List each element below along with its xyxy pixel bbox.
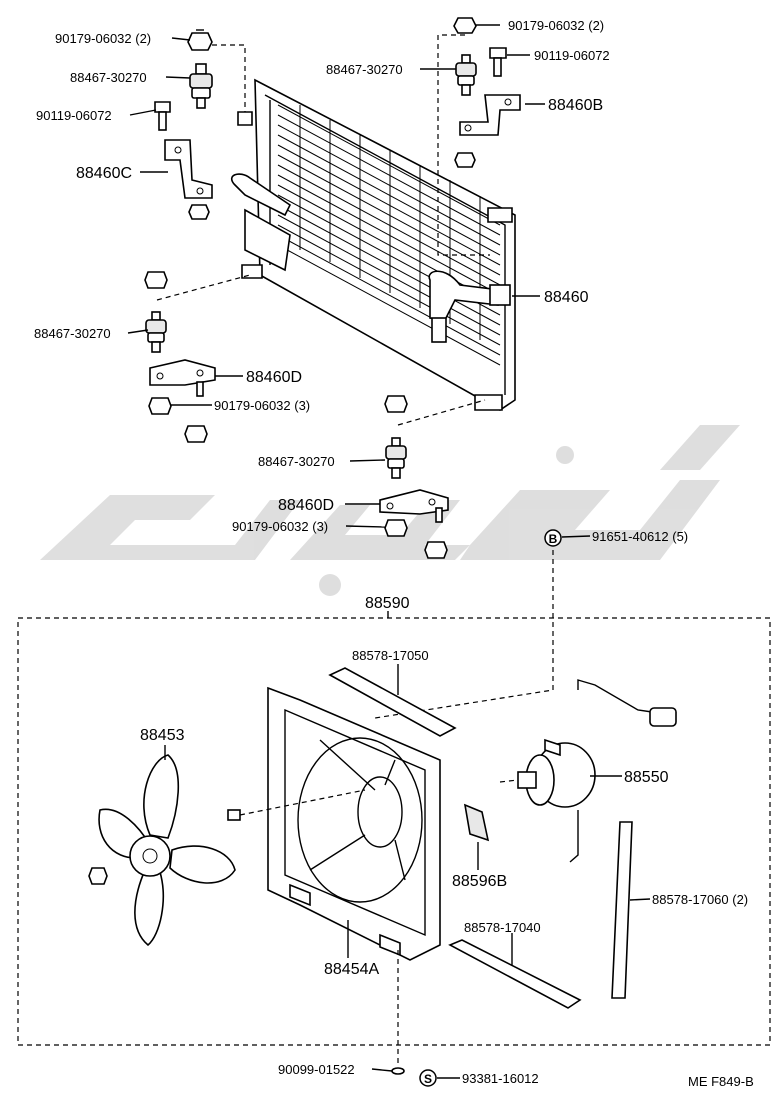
label-88460: 88460 — [544, 289, 589, 306]
label-88578-17060: 88578-17060 (2) — [652, 892, 748, 907]
shroud-88454a[interactable] — [267, 686, 441, 961]
label-90179-mid-left: 90179-06032 (3) — [214, 398, 310, 413]
label-88460b: 88460B — [548, 97, 603, 114]
nut-90179-mid-left[interactable] — [148, 397, 172, 415]
bracket-88460d-mid[interactable] — [379, 489, 449, 523]
seal-88578-17060[interactable] — [611, 821, 633, 999]
nut-fan-hub[interactable] — [88, 867, 108, 885]
leader-dash-mid-left — [156, 274, 251, 301]
bolt-90119-left[interactable] — [154, 101, 171, 131]
label-90119-right: 90119-06072 — [534, 48, 610, 63]
b-marker-letter: B — [549, 532, 558, 546]
leader-dash-mid — [397, 399, 486, 426]
nut-above-88467-mid-left[interactable] — [144, 271, 168, 289]
label-88454a: 88454A — [324, 961, 379, 978]
label-90179-top-left: 90179-06032 (2) — [55, 31, 151, 46]
spacer-88596b[interactable] — [463, 803, 490, 842]
condenser-88460[interactable] — [230, 78, 516, 411]
screw-shroud-left[interactable] — [227, 809, 241, 821]
cushion-88467-top-right[interactable] — [455, 54, 477, 96]
label-88460d-mid: 88460D — [278, 497, 334, 514]
label-88467-mid: 88467-30270 — [258, 454, 335, 469]
label-90099: 90099-01522 — [278, 1062, 355, 1077]
leader-dash-b-marker — [374, 550, 554, 719]
bracket-88460c[interactable] — [164, 139, 213, 199]
seal-88578-17050[interactable] — [328, 667, 457, 737]
s-marker-letter: S — [424, 1072, 432, 1086]
nut-below-88460d-left[interactable] — [184, 425, 208, 443]
label-90179-mid: 90179-06032 (3) — [232, 519, 328, 534]
label-88578-17050: 88578-17050 — [352, 648, 429, 663]
fan-motor-88550[interactable] — [517, 679, 677, 863]
label-90179-top-right: 90179-06032 (2) — [508, 18, 604, 33]
leader-dash-top-left — [212, 44, 246, 112]
label-91651: 91651-40612 (5) — [592, 529, 688, 544]
cushion-88467-top-left[interactable] — [189, 63, 213, 109]
bolt-90099[interactable] — [391, 1067, 405, 1075]
cushion-88467-mid[interactable] — [385, 437, 407, 479]
nut-90179-top-right[interactable] — [453, 17, 477, 34]
leader-dash-top-right — [437, 34, 490, 256]
cushion-88467-mid-left[interactable] — [145, 311, 167, 353]
nut-below-88460d-mid[interactable] — [424, 541, 448, 559]
label-90119-left: 90119-06072 — [36, 108, 112, 123]
label-88453: 88453 — [140, 727, 185, 744]
label-88460c: 88460C — [76, 165, 132, 182]
bolt-90119-right[interactable] — [489, 47, 507, 77]
nut-90179-mid[interactable] — [384, 519, 408, 537]
nut-90179-top-left[interactable] — [187, 29, 213, 51]
nut-under-88460b[interactable] — [454, 152, 476, 168]
fan-88453[interactable] — [98, 754, 236, 947]
label-88467-top-right: 88467-30270 — [326, 62, 403, 77]
bracket-88460d-left[interactable] — [149, 359, 216, 397]
label-88578-17040: 88578-17040 — [464, 920, 541, 935]
leader-dash-screw — [239, 789, 366, 816]
watermark-logo — [40, 425, 740, 596]
assembly-88590-boundary — [17, 617, 771, 1046]
b-marker-icon: B — [544, 529, 562, 547]
leader-lines — [127, 24, 651, 1079]
bracket-88460b[interactable] — [459, 94, 521, 136]
label-88467-top-left: 88467-30270 — [70, 70, 147, 85]
label-93381: 93381-16012 — [462, 1071, 539, 1086]
label-88467-mid-left: 88467-30270 — [34, 326, 111, 341]
nut-above-88467-mid[interactable] — [384, 395, 408, 413]
seal-88578-17040[interactable] — [448, 939, 582, 1009]
label-88596b: 88596B — [452, 873, 507, 890]
leader-dash-motor — [499, 779, 519, 783]
footer-code: ME F849-B — [688, 1074, 754, 1089]
label-88460d-left: 88460D — [246, 369, 302, 386]
label-88550: 88550 — [624, 769, 669, 786]
s-marker-icon: S — [419, 1069, 437, 1087]
label-88590: 88590 — [365, 595, 410, 612]
nut-under-88460c[interactable] — [188, 204, 210, 220]
